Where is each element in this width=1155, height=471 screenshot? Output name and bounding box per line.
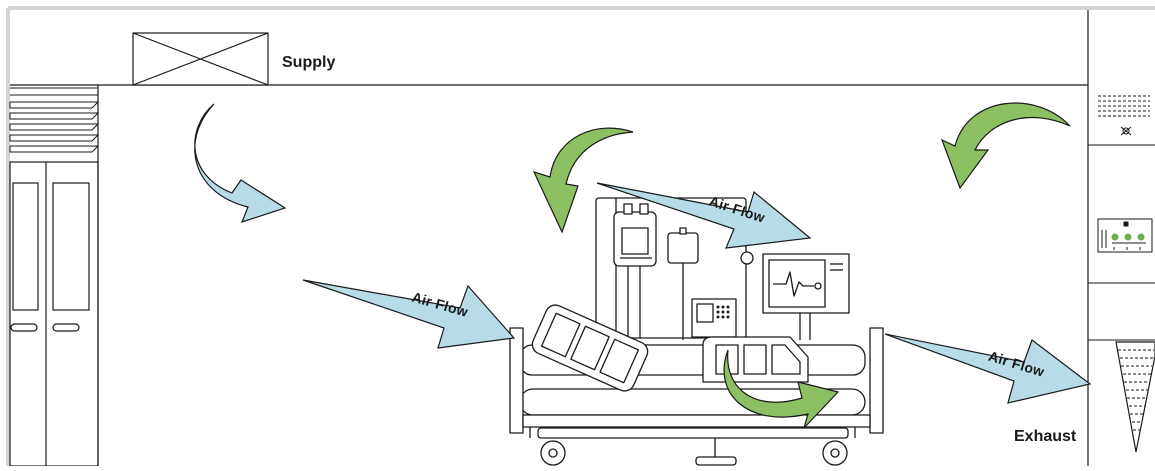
circulation-arrows bbox=[532, 102, 1071, 429]
wall-control-panel-icon bbox=[1097, 218, 1153, 253]
circulation-arrow-icon bbox=[532, 127, 634, 234]
hospital-bed-icon bbox=[509, 304, 884, 466]
patient-monitor-icon bbox=[762, 253, 850, 340]
exhaust-label: Exhaust bbox=[1014, 428, 1077, 445]
air-flow-arrow-icon bbox=[884, 333, 1092, 404]
circulation-arrow-icon bbox=[723, 349, 840, 429]
air-flow-arrow-icon bbox=[596, 182, 812, 249]
wall-vent-icon bbox=[1098, 95, 1150, 136]
supply-diffuser-icon bbox=[132, 32, 269, 86]
air-flow-arrow-icon bbox=[302, 279, 516, 349]
air-flow-arrows bbox=[194, 103, 1092, 404]
door-icon bbox=[9, 161, 99, 467]
diagram-frame bbox=[6, 6, 1155, 466]
hospital-equipment bbox=[509, 197, 884, 466]
infusion-pump-icon bbox=[691, 298, 737, 338]
exhaust-grille-icon bbox=[1115, 341, 1155, 453]
right-wall-panels bbox=[1088, 144, 1155, 341]
supply-air-arrow-icon bbox=[194, 103, 287, 223]
supply-label: Supply bbox=[282, 54, 335, 71]
circulation-arrow-icon bbox=[940, 102, 1071, 190]
window-blinds-icon bbox=[9, 87, 100, 163]
